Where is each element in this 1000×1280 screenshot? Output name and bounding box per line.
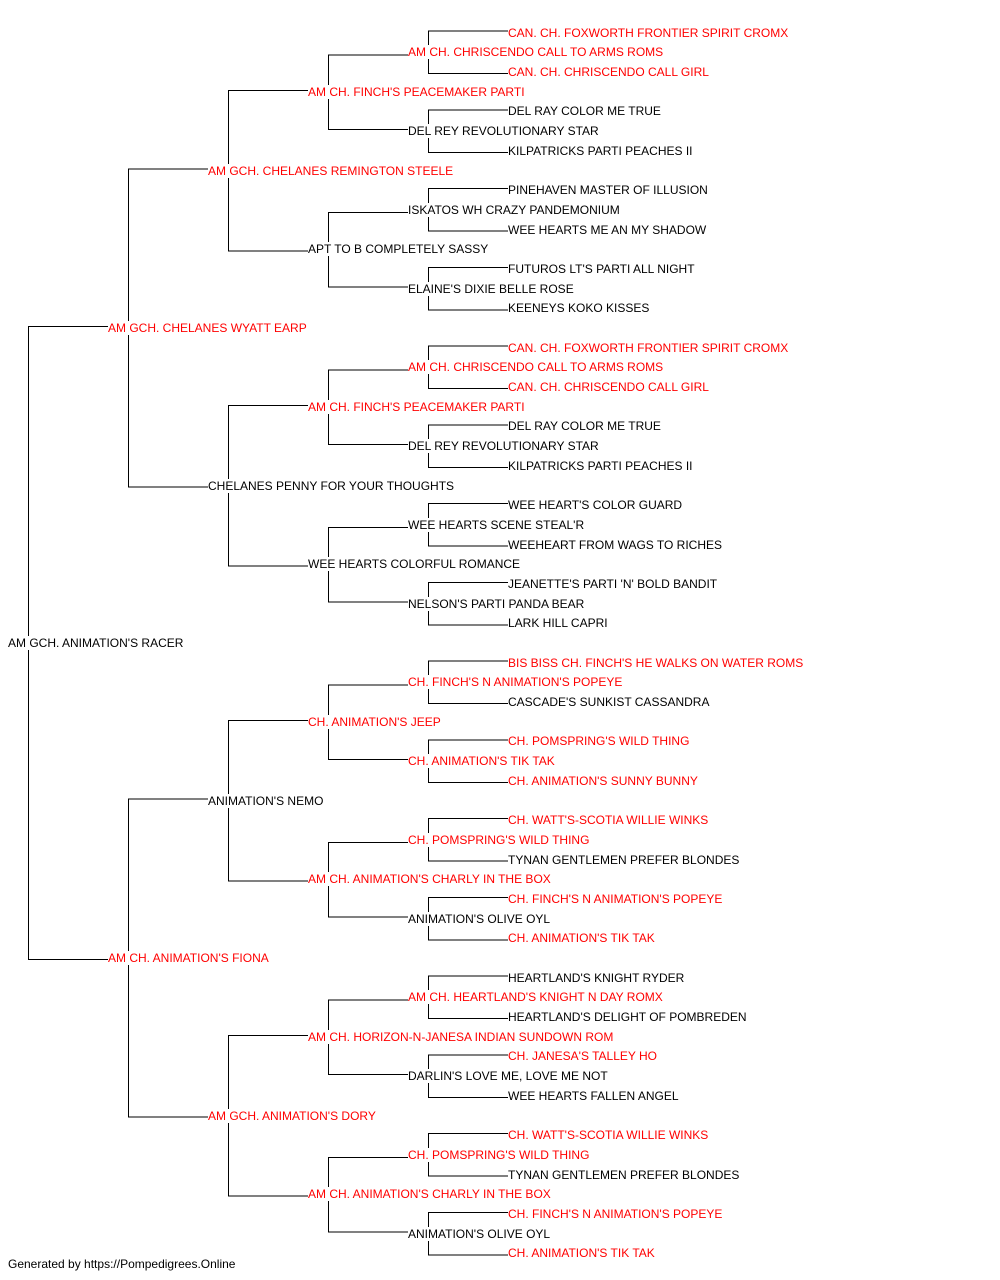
pedigree-entry: CH. WATT'S-SCOTIA WILLIE WINKS [508,813,711,828]
pedigree-entry: AM GCH. CHELANES REMINGTON STEELE [208,163,456,178]
pedigree-entry: AM CH. ANIMATION'S CHARLY IN THE BOX [308,1187,553,1202]
pedigree-entry: AM GCH. CHELANES WYATT EARP [108,321,309,335]
pedigree-entry: CH. FINCH'S N ANIMATION'S POPEYE [408,675,625,690]
pedigree-entry: WEE HEARTS SCENE STEAL'R [408,517,587,532]
pedigree-entry: CH. ANIMATION'S TIK TAK [508,931,657,946]
pedigree-entry: CAN. CH. CHRISCENDO CALL GIRL [508,65,711,80]
pedigree-entry: DEL REY REVOLUTIONARY STAR [408,124,601,139]
pedigree-entry: DEL RAY COLOR ME TRUE [508,419,663,434]
pedigree-entry: ANIMATION'S OLIVE OYL [408,911,553,926]
pedigree-entry: AM CH. ANIMATION'S FIONA [108,951,271,965]
pedigree-entry: DEL REY REVOLUTIONARY STAR [408,439,601,454]
pedigree-entry: WEE HEART'S COLOR GUARD [508,498,685,513]
pedigree-entry: HEARTLAND'S DELIGHT OF POMBREDEN [508,1010,749,1025]
pedigree-entry: WEE HEARTS ME AN MY SHADOW [508,222,709,237]
footer-credit: Generated by https://Pompedigrees.Online [8,1257,236,1271]
pedigree-entry: CH. ANIMATION'S SUNNY BUNNY [508,773,700,788]
pedigree-entry: CH. POMSPRING'S WILD THING [408,1147,592,1162]
pedigree-entry: AM GCH. ANIMATION'S DORY [208,1108,378,1123]
pedigree-entry: CH. FINCH'S N ANIMATION'S POPEYE [508,891,725,906]
pedigree-entry: KILPATRICKS PARTI PEACHES II [508,143,695,158]
pedigree-entry: DEL RAY COLOR ME TRUE [508,104,663,119]
pedigree-entry: CH. POMSPRING'S WILD THING [408,832,592,847]
pedigree-entry: CHELANES PENNY FOR YOUR THOUGHTS [208,478,457,493]
pedigree-entry: HEARTLAND'S KNIGHT RYDER [508,970,687,985]
pedigree-entry: CH. FINCH'S N ANIMATION'S POPEYE [508,1206,725,1221]
pedigree-entry: ANIMATION'S OLIVE OYL [408,1226,553,1241]
pedigree-entry: TYNAN GENTLEMEN PREFER BLONDES [508,852,742,867]
pedigree-entry: AM CH. HEARTLAND'S KNIGHT N DAY ROMX [408,990,665,1005]
pedigree-entry: CH. POMSPRING'S WILD THING [508,734,692,749]
pedigree-entry: AM CH. FINCH'S PEACEMAKER PARTI [308,399,527,414]
pedigree-entry: TYNAN GENTLEMEN PREFER BLONDES [508,1167,742,1182]
pedigree-entry: CH. ANIMATION'S JEEP [308,714,443,729]
pedigree-entry: AM CH. FINCH'S PEACEMAKER PARTI [308,84,527,99]
pedigree-entry: AM CH. ANIMATION'S CHARLY IN THE BOX [308,872,553,887]
pedigree-subject: AM GCH. ANIMATION'S RACER [8,636,186,650]
pedigree-entry: ANIMATION'S NEMO [208,793,326,808]
pedigree-entry: LARK HILL CAPRI [508,616,610,631]
pedigree-entry: CH. JANESA'S TALLEY HO [508,1049,660,1064]
pedigree-entry: WEE HEARTS COLORFUL ROMANCE [308,557,523,572]
pedigree-entry: AM CH. CHRISCENDO CALL TO ARMS ROMS [408,360,666,375]
pedigree-entry: AM CH. HORIZON-N-JANESA INDIAN SUNDOWN R… [308,1029,616,1044]
pedigree-entry: CASCADE'S SUNKIST CASSANDRA [508,695,712,710]
pedigree-entry: DARLIN'S LOVE ME, LOVE ME NOT [408,1069,610,1084]
pedigree-entry: CAN. CH. CHRISCENDO CALL GIRL [508,380,711,395]
pedigree-entry: ELAINE'S DIXIE BELLE ROSE [408,281,576,296]
pedigree-entry: ISKATOS WH CRAZY PANDEMONIUM [408,202,622,217]
pedigree-entry: PINEHAVEN MASTER OF ILLUSION [508,183,710,198]
pedigree-entry: CH. ANIMATION'S TIK TAK [508,1246,657,1261]
pedigree-entry: KEENEYS KOKO KISSES [508,301,652,316]
pedigree-entry: CH. WATT'S-SCOTIA WILLIE WINKS [508,1128,711,1143]
pedigree-entry: CH. ANIMATION'S TIK TAK [408,754,557,769]
pedigree-entry: CAN. CH. FOXWORTH FRONTIER SPIRIT CROMX [508,25,791,40]
pedigree-entry: KILPATRICKS PARTI PEACHES II [508,458,695,473]
pedigree-entry: JEANETTE'S PARTI 'N' BOLD BANDIT [508,576,720,591]
pedigree-entry: CAN. CH. FOXWORTH FRONTIER SPIRIT CROMX [508,340,791,355]
pedigree-entry: AM CH. CHRISCENDO CALL TO ARMS ROMS [408,45,666,60]
pedigree-entry: NELSON'S PARTI PANDA BEAR [408,596,587,611]
pedigree-entry: BIS BISS CH. FINCH'S HE WALKS ON WATER R… [508,655,806,670]
pedigree-entry: WEE HEARTS FALLEN ANGEL [508,1088,681,1103]
pedigree-entry: APT TO B COMPLETELY SASSY [308,242,491,257]
pedigree-entry: FUTUROS LT'S PARTI ALL NIGHT [508,261,697,276]
pedigree-entry: WEEHEART FROM WAGS TO RICHES [508,537,725,552]
